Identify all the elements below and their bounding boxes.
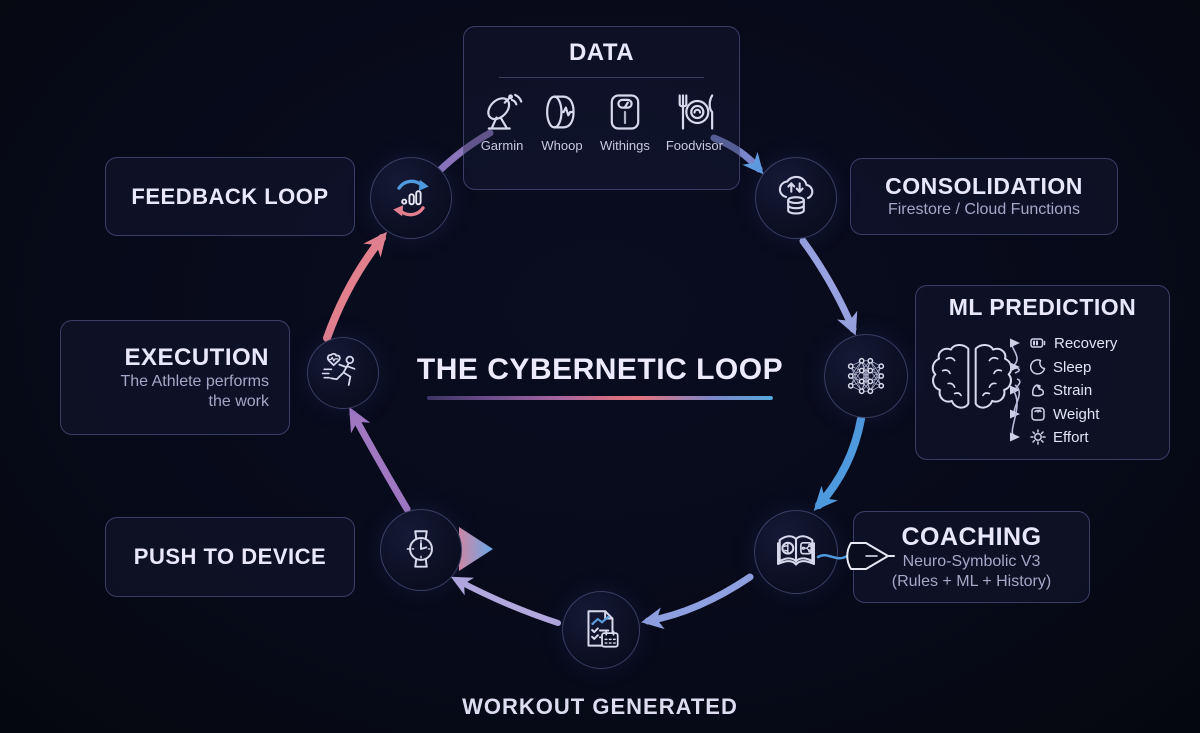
workout-generated-label: WORKOUT GENERATED [462,694,738,719]
brain-icon [931,343,1013,409]
arc-ml-to-coaching [813,415,865,511]
workout-plan-icon [587,610,619,648]
ml-prediction-node [824,334,908,418]
coaching-title: COACHING [901,522,1042,551]
battery-icon [1030,338,1046,348]
ml-prediction-title: ML PREDICTION [948,294,1137,320]
ml-output-recovery: Recovery [1030,333,1117,353]
ml-output-sleep: Sleep [1030,357,1091,377]
consolidation-panel: CONSOLIDATION Firestore / Cloud Function… [850,158,1118,235]
knowledge-book-icon [777,535,815,566]
diagram-title: THE CYBERNETIC LOOP [417,353,783,400]
push-to-device-title: PUSH TO DEVICE [133,544,327,569]
wristband-icon [546,95,575,129]
gear-icon [1030,429,1046,445]
coaching-node [754,510,838,594]
moon-icon [1030,359,1046,375]
ml-output-strain: Strain [1030,380,1092,400]
source-label: Foodvisor [665,138,723,153]
arc-coaching-to-workout [641,573,754,630]
arc-execution-to-feedback [323,231,387,342]
meal-icon [678,94,714,130]
execution-panel: EXECUTION The Athlete performs the work [60,320,290,435]
runner-heart-icon [321,352,356,386]
ml-output-connectors [1009,338,1021,442]
ml-output-weight: Weight [1030,404,1099,424]
source-garmin: Garmin [480,90,524,153]
satellite-dish-icon [487,93,523,130]
source-foodvisor: Foodvisor [666,90,723,153]
watch-icon [406,530,433,568]
workout-generated-node [562,591,640,669]
ml-output-effort: Effort [1030,427,1089,447]
data-panel-title: DATA [568,39,635,66]
data-panel-divider [499,77,704,78]
source-label: Garmin [480,138,524,153]
coaching-subtitle-line1: Neuro-Symbolic V3 [902,552,1041,570]
cloud-sync-database-icon [778,175,814,215]
data-panel: DATA Garmin Whoop [463,26,740,190]
source-whoop: Whoop [540,90,584,153]
neural-network-icon [847,357,885,395]
ml-output-label: Recovery [1054,334,1118,352]
source-label: Withings [600,138,650,153]
arc-consolidation-to-ml [799,237,858,336]
refresh-chart-icon [393,179,429,217]
execution-title: EXECUTION [124,343,269,371]
execution-subtitle-line2: the work [208,392,269,410]
push-to-device-panel: PUSH TO DEVICE [105,517,355,597]
feedback-loop-node [370,157,452,239]
consolidation-node [755,157,837,239]
title-gradient-underline [426,396,773,400]
ml-output-label: Sleep [1053,358,1092,376]
pen-nib-icon [816,542,895,570]
consolidation-title: CONSOLIDATION [885,173,1083,199]
coaching-subtitle-line2: (Rules + ML + History) [891,572,1052,590]
scale-icon [610,94,640,130]
ml-output-label: Effort [1053,428,1089,446]
flexed-arm-icon [1032,384,1044,397]
ml-prediction-panel: ML PREDICTION [915,285,1170,460]
ml-output-label: Strain [1053,381,1093,399]
consolidation-subtitle: Firestore / Cloud Functions [887,201,1081,218]
execution-subtitle-line1: The Athlete performs [120,372,269,390]
source-withings: Withings [600,90,650,153]
execution-node [307,337,379,409]
ml-output-label: Weight [1053,405,1100,423]
arc-workout-to-watch [450,576,561,626]
diagram-title-text: THE CYBERNETIC LOOP [416,353,784,386]
data-sources-row: Garmin Whoop Withings [464,90,739,153]
push-to-device-node [380,509,462,591]
feedback-loop-title: FEEDBACK LOOP [131,183,329,209]
arc-watch-to-execution [349,406,411,513]
weight-scale-icon [1031,407,1045,421]
feedback-loop-panel: FEEDBACK LOOP [105,157,355,236]
source-label: Whoop [541,138,583,153]
